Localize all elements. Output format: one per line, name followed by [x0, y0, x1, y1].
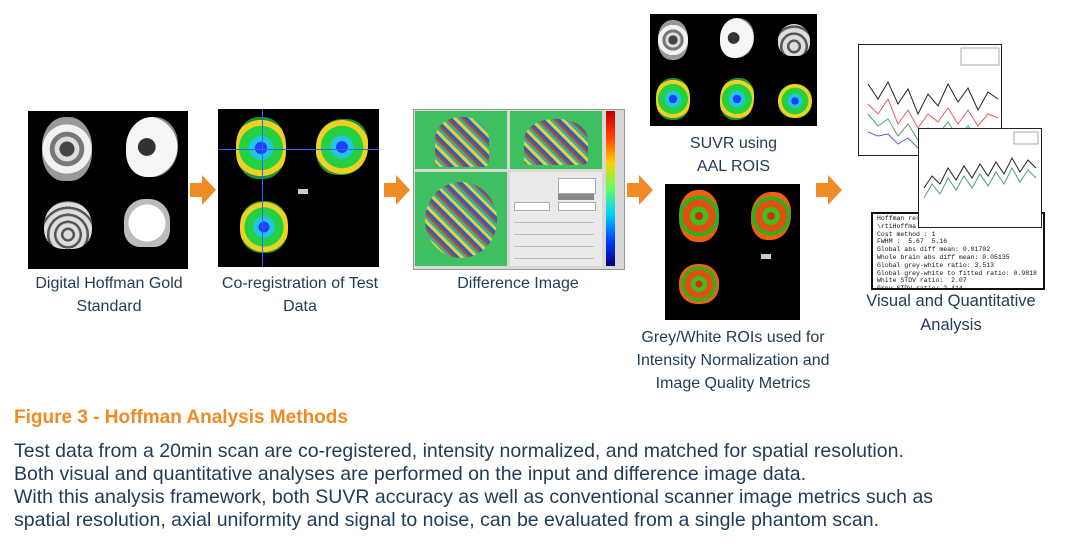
diff-view-top-left	[415, 111, 507, 169]
coreg-sagittal-slice	[316, 119, 368, 175]
suvr-color-sagittal	[720, 78, 754, 120]
overlay-label	[298, 189, 308, 194]
crosshair-v	[262, 109, 263, 267]
divider	[514, 258, 594, 259]
diff-brain-top-left	[435, 117, 489, 167]
overlay-label	[761, 254, 771, 259]
arrow-right-icon	[627, 175, 653, 205]
diff-view-top-right	[510, 111, 602, 169]
terminal-line: FWHM : 5.67 5.16	[877, 238, 948, 246]
gw-axial-slice	[679, 190, 719, 242]
colorbar	[606, 111, 615, 266]
divider	[514, 222, 594, 223]
coreg-panel	[218, 109, 379, 267]
arrow-right-icon	[816, 175, 842, 205]
figure-description: Test data from a 20min scan are co-regis…	[14, 440, 1054, 532]
diff-brain-top-right	[524, 119, 588, 165]
greywhite-panel	[665, 184, 800, 320]
suvr-gray-coronal	[778, 24, 810, 56]
terminal-line: Hoffman res	[877, 215, 920, 222]
crosshair-h	[218, 149, 379, 150]
terminal-line: Global grey-white to fitted ratio: 0.981…	[877, 269, 1037, 277]
figure-title: Figure 3 - Hoffman Analysis Methods	[14, 407, 348, 428]
terminal-line: Whole brain abs diff mean: 0.05135	[877, 253, 1010, 261]
terminal-line: Cost method : 1	[877, 230, 936, 238]
diff-brain-axial	[425, 182, 497, 258]
suvr-gray-sagittal	[720, 18, 754, 58]
suvr-color-axial	[656, 78, 690, 120]
suvr-color-coronal	[778, 84, 812, 118]
gold-axial-slice	[42, 117, 92, 181]
terminal-line: \rtiHoffma	[877, 222, 917, 230]
terminal-line: Global abs diff mean: 0.01702	[877, 246, 991, 254]
gw-sagittal-slice	[751, 192, 791, 240]
coreg-coronal-slice	[240, 201, 288, 253]
divider	[514, 234, 594, 235]
arrow-right-icon	[384, 175, 410, 205]
map-select[interactable]	[558, 202, 596, 211]
terminal-line: Global grey-white ratio: 3.513	[877, 261, 995, 269]
brightness-box[interactable]	[558, 178, 596, 194]
difference-panel	[413, 109, 625, 270]
terminal-line: Grey STDV ratio: 2.414	[877, 285, 963, 290]
brightness-slider[interactable]	[558, 194, 594, 200]
difference-caption: Difference Image	[457, 275, 579, 292]
description-line: Both visual and quantitative analyses ar…	[14, 463, 807, 485]
gold-coronal-slice	[44, 201, 92, 249]
divider	[514, 246, 594, 247]
terminal-line: White STDV ratio: 2.07	[877, 277, 967, 285]
suvr-panel	[650, 14, 817, 126]
description-line: With this analysis framework, both SUVR …	[14, 486, 934, 508]
description-line: Test data from a 20min scan are co-regis…	[14, 440, 904, 462]
gold-standard-panel	[28, 111, 188, 269]
diff-view-bottom	[415, 172, 507, 266]
arrow-right-icon	[190, 175, 216, 205]
gold-render-slice	[124, 199, 170, 247]
view-select[interactable]	[514, 202, 550, 211]
controls-panel	[510, 172, 602, 266]
description-line: spatial resolution, axial uniformity and…	[14, 509, 879, 531]
coreg-axial-slice	[236, 117, 286, 179]
suvr-gray-axial	[658, 20, 688, 60]
gw-coronal-slice	[679, 264, 719, 304]
profile-plot-small	[918, 128, 1042, 228]
gold-sagittal-slice	[126, 117, 178, 177]
